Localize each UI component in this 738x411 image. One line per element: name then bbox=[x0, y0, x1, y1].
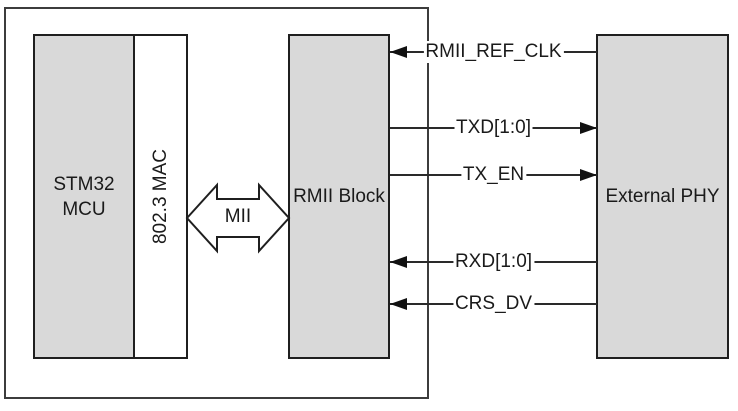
signal-label: TXD[1:0] bbox=[454, 117, 533, 139]
mac-label: 802.3 MAC bbox=[150, 148, 172, 245]
arrow-left-icon bbox=[390, 298, 407, 310]
mii-bus-label: MII bbox=[224, 206, 252, 227]
signal-rxd: RXD[1:0] bbox=[390, 247, 597, 277]
arrow-right-icon bbox=[580, 169, 597, 181]
external-phy-label: External PHY bbox=[605, 186, 720, 207]
signal-label: TX_EN bbox=[460, 164, 527, 186]
arrow-left-icon bbox=[390, 46, 407, 58]
signal-label: RXD[1:0] bbox=[452, 251, 535, 273]
signal-label: RMII_REF_CLK bbox=[423, 41, 564, 63]
signal-txd: TXD[1:0] bbox=[390, 113, 597, 143]
block-8023-mac: 802.3 MAC bbox=[133, 34, 188, 359]
arrow-left-icon bbox=[390, 256, 407, 268]
block-stm32-mcu: STM32 MCU bbox=[33, 34, 135, 359]
mii-double-arrow-icon bbox=[185, 182, 291, 254]
arrow-right-icon bbox=[580, 122, 597, 134]
rmii-block-label: RMII Block bbox=[293, 186, 385, 207]
signal-tx-en: TX_EN bbox=[390, 160, 597, 190]
signal-crs-dv: CRS_DV bbox=[390, 289, 597, 319]
signal-rmii-ref-clk: RMII_REF_CLK bbox=[390, 37, 597, 67]
stm32-mcu-label: STM32 MCU bbox=[53, 173, 115, 220]
signal-label: CRS_DV bbox=[452, 293, 535, 315]
block-rmii: RMII Block bbox=[288, 34, 390, 359]
block-external-phy: External PHY bbox=[596, 34, 729, 359]
